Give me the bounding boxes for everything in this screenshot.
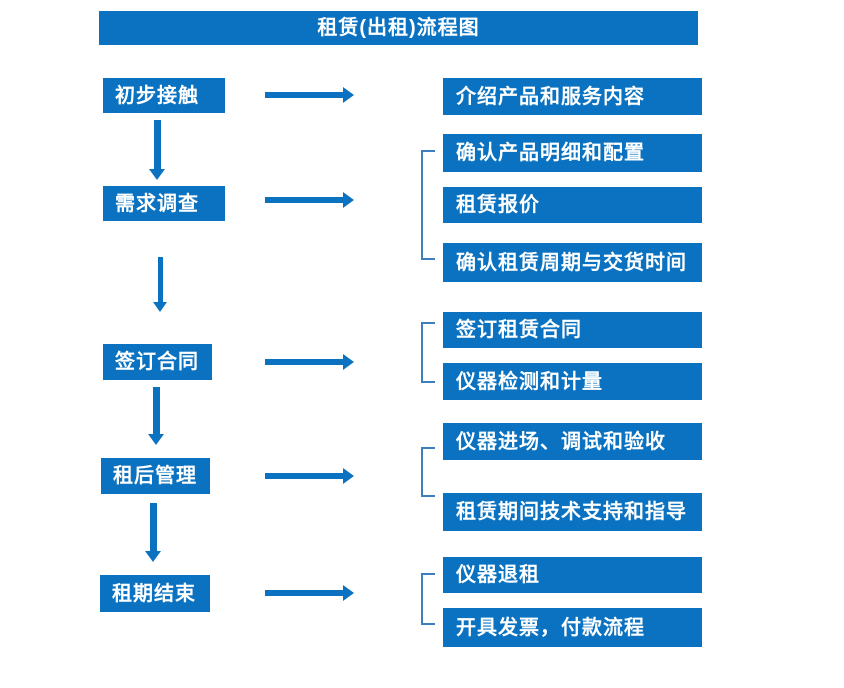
- step-sign-contract: 签订合同: [103, 344, 212, 380]
- down-arrow-icon: [145, 503, 161, 562]
- detail-technical-support: 租赁期间技术支持和指导: [443, 493, 702, 531]
- page-title: 租赁(出租)流程图: [99, 11, 698, 45]
- step-demand-survey: 需求调查: [103, 186, 225, 221]
- step-initial-contact: 初步接触: [103, 78, 225, 113]
- right-arrow-icon: [265, 354, 354, 370]
- detail-introduce-products-services: 介绍产品和服务内容: [443, 78, 702, 115]
- detail-sign-rental-contract: 签订租赁合同: [443, 312, 702, 348]
- detail-instrument-inspection: 仪器检测和计量: [443, 363, 702, 400]
- right-arrow-icon: [265, 468, 354, 484]
- step-rental-end: 租期结束: [100, 575, 210, 612]
- down-arrow-icon: [149, 120, 165, 180]
- bracket-connector: [421, 322, 435, 383]
- right-arrow-icon: [265, 585, 354, 601]
- detail-confirm-product-config: 确认产品明细和配置: [443, 134, 702, 172]
- detail-instrument-return: 仪器退租: [443, 557, 702, 593]
- detail-confirm-period-delivery: 确认租赁周期与交货时间: [443, 243, 702, 282]
- step-post-rental-management: 租后管理: [101, 458, 210, 494]
- down-arrow-icon: [152, 257, 168, 312]
- right-arrow-icon: [265, 87, 354, 103]
- right-arrow-icon: [265, 192, 354, 208]
- detail-instrument-setup-acceptance: 仪器进场、调试和验收: [443, 423, 702, 460]
- detail-rental-quotation: 租赁报价: [443, 187, 702, 223]
- bracket-connector: [421, 447, 435, 497]
- bracket-connector: [421, 573, 435, 625]
- down-arrow-icon: [148, 387, 164, 445]
- detail-invoice-payment: 开具发票，付款流程: [443, 608, 702, 647]
- bracket-connector: [421, 150, 435, 260]
